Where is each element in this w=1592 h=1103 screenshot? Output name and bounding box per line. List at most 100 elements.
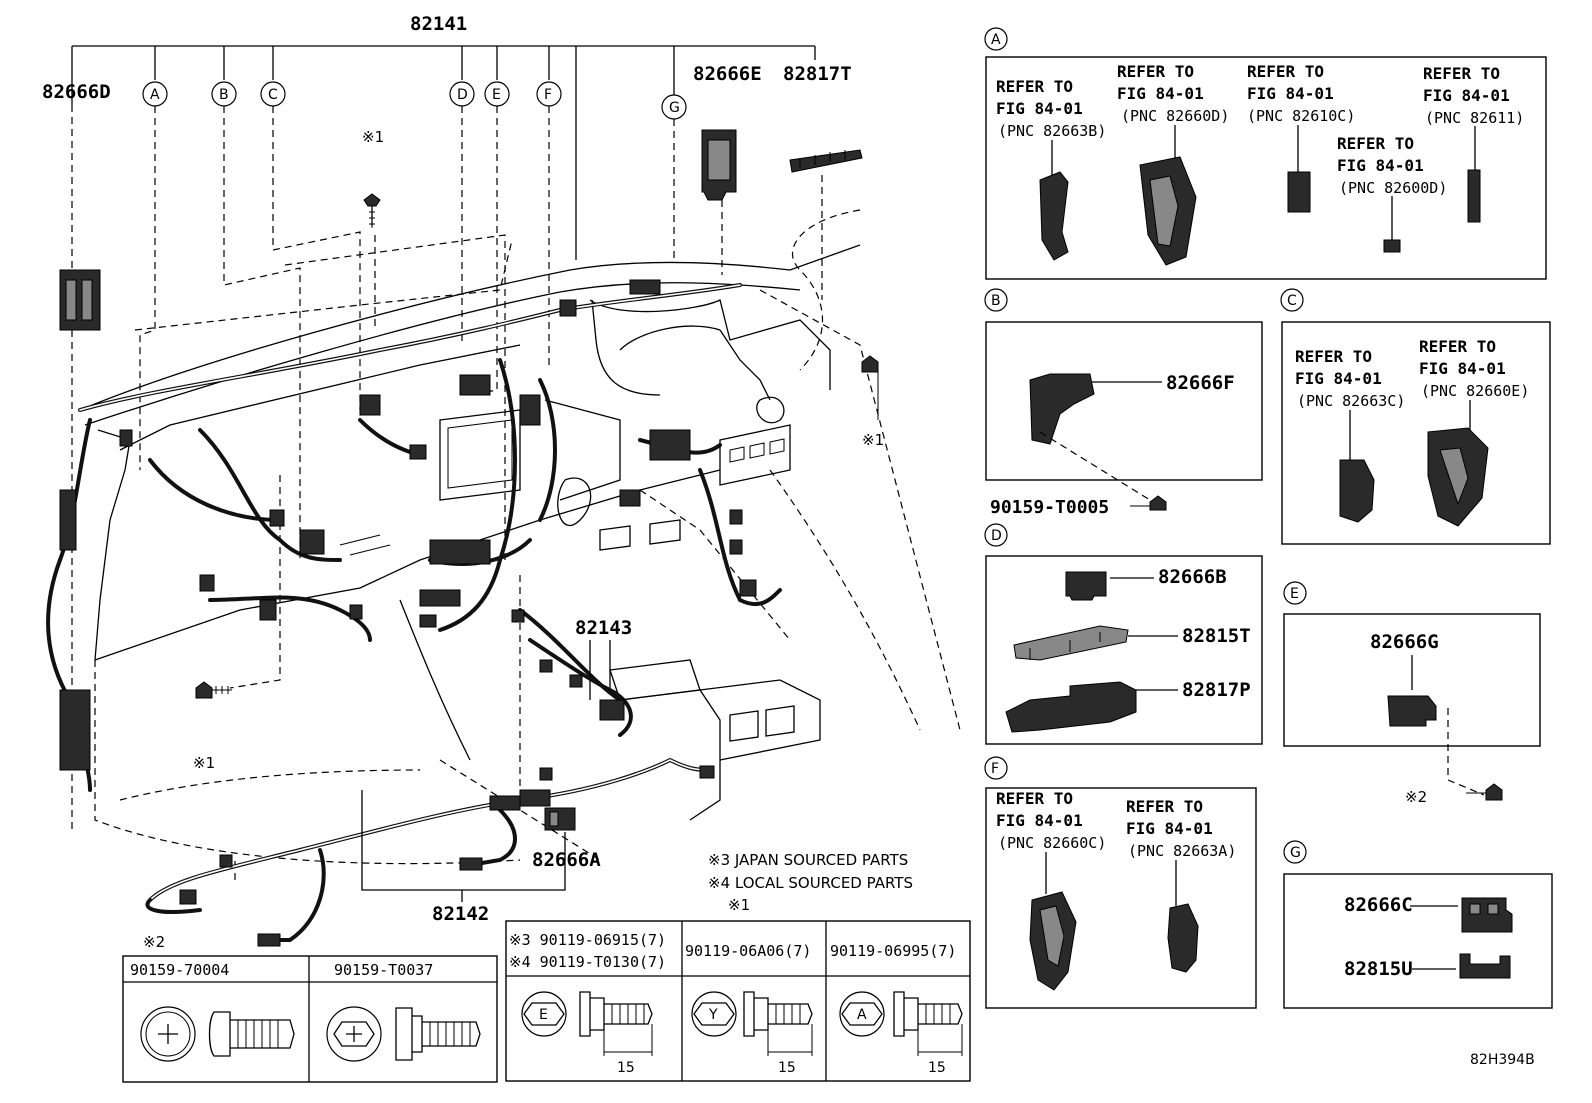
label-82666G[interactable]: 82666G [1370,631,1439,653]
note-japan-sourced: ※3 JAPAN SOURCED PARTS [708,851,908,869]
svg-text:D: D [457,87,468,103]
panel-c-ref-1[interactable]: REFER TO FIG 84-01 (PNC 82663C) [1295,347,1405,410]
bolt-col-1-line-2[interactable]: ※4 90119-T0130(7) [509,953,666,971]
panel-a-ref-3[interactable]: REFER TO FIG 84-01 (PNC 82610C) [1247,62,1355,125]
screw-col-1[interactable]: 90159-70004 [130,961,229,979]
svg-text:FIG 84-01: FIG 84-01 [996,99,1083,118]
label-82817P[interactable]: 82817P [1182,679,1251,701]
callout-D[interactable]: D [449,81,475,107]
connector-icon[interactable] [1167,903,1199,973]
svg-text:FIG 84-01: FIG 84-01 [1419,359,1506,378]
diagram-id: 82H394B [1470,1052,1535,1068]
wire-harness-82141[interactable] [46,279,782,792]
label-90159-T0005[interactable]: 90159-T0005 [990,497,1109,518]
panel-a-ref-5[interactable]: REFER TO FIG 84-01 (PNC 82611) [1423,64,1524,127]
svg-text:E: E [539,1007,548,1023]
panel-a-ref-4[interactable]: REFER TO FIG 84-01 (PNC 82600D) [1337,134,1447,197]
svg-text:REFER TO: REFER TO [1419,337,1496,356]
label-82143[interactable]: 82143 [575,617,632,639]
screw-table: ※2 90159-70004 90159-T0037 [122,933,498,1083]
svg-text:FIG 84-01: FIG 84-01 [1295,369,1382,388]
panel-f-ref-2[interactable]: REFER TO FIG 84-01 (PNC 82663A) [1126,797,1236,860]
mark-2-table: ※2 [143,933,165,951]
svg-text:FIG 84-01: FIG 84-01 [1423,86,1510,105]
connector-82666G[interactable] [1387,695,1437,727]
label-82815U[interactable]: 82815U [1344,958,1413,980]
callout-C[interactable]: C [260,81,286,107]
bracket-82817P[interactable] [1005,681,1137,733]
panel-b: B 82666F 90159-T0005 [984,288,1263,518]
wire-harness-82142[interactable] [145,757,715,947]
svg-text:A: A [150,87,160,103]
bolt-table: ※3 90119-06915(7) ※4 90119-T0130(7) 9011… [505,920,971,1082]
svg-text:REFER TO: REFER TO [996,789,1073,808]
bracket-82815U[interactable] [1459,953,1511,979]
label-82666B[interactable]: 82666B [1158,566,1227,588]
connector-icon[interactable] [1467,169,1481,223]
connector-icon[interactable] [1383,239,1401,253]
phillips-hex-head-icon [326,1006,382,1062]
connector-82666E[interactable] [701,129,737,201]
panel-a-ref-1[interactable]: REFER TO FIG 84-01 (PNC 82663B) [996,77,1106,140]
panel-a-ref-2[interactable]: REFER TO FIG 84-01 (PNC 82660D) [1117,62,1229,125]
connector-82666F[interactable] [1029,373,1095,445]
connector-icon[interactable] [1039,171,1069,261]
screw-icon[interactable] [1466,783,1503,801]
svg-text:F: F [544,87,552,103]
connector-icon[interactable] [1287,171,1311,213]
callout-F[interactable]: F [536,81,562,107]
panel-e: E 82666G ※2 [1283,581,1541,806]
panel-f-letter: F [991,761,999,777]
connector-82666C[interactable] [1461,897,1513,933]
bolt-length-2: 15 [778,1060,796,1076]
svg-text:FIG 84-01: FIG 84-01 [1126,819,1213,838]
callout-E[interactable]: E [484,81,510,107]
svg-text:G: G [669,100,680,116]
panel-b-letter: B [991,293,1001,309]
bracket-82817T[interactable] [789,149,863,173]
callout-G[interactable]: G [661,94,687,120]
panel-c-ref-2[interactable]: REFER TO FIG 84-01 (PNC 82660E) [1419,337,1529,400]
label-82142[interactable]: 82142 [432,903,489,925]
mark-1-left: ※1 [193,754,215,772]
mark-2-panel-e: ※2 [1405,788,1427,806]
bolt-col-1-line-1[interactable]: ※3 90119-06915(7) [509,931,666,949]
mark-1-right: ※1 [862,431,884,449]
svg-text:C: C [268,87,278,103]
label-82666D[interactable]: 82666D [42,81,111,103]
panel-f-ref-1[interactable]: REFER TO FIG 84-01 (PNC 82660C) [996,789,1106,852]
screw-col-2[interactable]: 90159-T0037 [334,961,433,979]
svg-text:A: A [857,1007,867,1023]
label-82666E[interactable]: 82666E [693,63,762,85]
bolt-length-3: 15 [928,1060,946,1076]
panel-a-letter: A [991,32,1001,48]
wire-harness-82143[interactable] [528,638,633,737]
bolt-col-3[interactable]: 90119-06995(7) [830,942,956,960]
label-82141[interactable]: 82141 [410,13,467,35]
panel-f: F REFER TO FIG 84-01 (PNC 82660C) REFER … [984,756,1257,1009]
callout-A[interactable]: A [142,81,168,107]
connector-82666A[interactable] [544,807,576,831]
label-82815T[interactable]: 82815T [1182,625,1251,647]
svg-text:Y: Y [708,1007,718,1023]
svg-text:(PNC 82600D): (PNC 82600D) [1339,179,1447,197]
main-illustration: 82141 82666D A B C D E F [42,13,961,947]
callout-B[interactable]: B [211,81,237,107]
screw-icon[interactable] [1130,495,1167,511]
connector-82666B[interactable] [1065,571,1107,601]
label-82666C[interactable]: 82666C [1344,894,1413,916]
label-82666F[interactable]: 82666F [1166,372,1235,394]
screw-icon[interactable] [363,193,381,228]
svg-text:(PNC 82663C): (PNC 82663C) [1297,392,1405,410]
screw-icon[interactable] [861,355,879,420]
label-82666A[interactable]: 82666A [532,849,601,871]
connector-icon[interactable] [1339,459,1375,523]
panel-c-letter: C [1287,293,1297,309]
panel-d-letter: D [991,528,1002,544]
screw-icon[interactable] [195,681,232,699]
flange-bolt-icon [579,991,653,1056]
connector-82666D[interactable] [59,269,101,331]
bolt-col-2[interactable]: 90119-06A06(7) [685,942,811,960]
label-82817T[interactable]: 82817T [783,63,852,85]
